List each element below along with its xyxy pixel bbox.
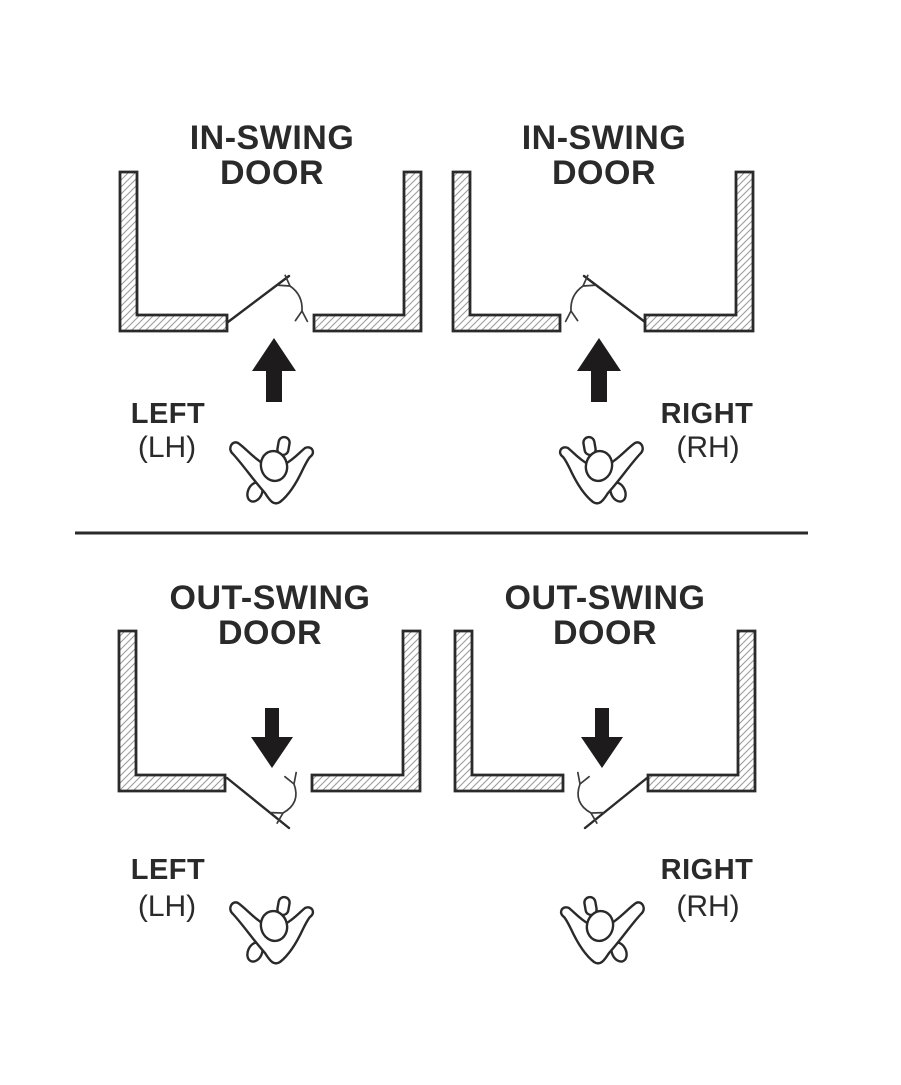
panel-title: IN-SWING DOOR — [522, 121, 687, 191]
panel-title: OUT-SWING DOOR — [505, 581, 706, 651]
door-leaf-line — [582, 274, 647, 324]
door-leaf-line — [226, 274, 291, 324]
hand-abbr: (LH) — [137, 431, 197, 464]
swing-arc-double-arrow-icon — [277, 274, 309, 323]
hand-abbr: (LH) — [137, 890, 197, 923]
hatched-wall-section — [117, 629, 227, 793]
panel-title-line: DOOR — [218, 614, 322, 652]
hatched-wall-section — [310, 629, 422, 793]
direction-arrow-icon — [581, 708, 623, 768]
panel-title-line: DOOR — [553, 614, 657, 652]
panel-out-swing-left — [117, 629, 422, 966]
person-top-view-icon — [558, 434, 644, 506]
panel-title: OUT-SWING DOOR — [170, 581, 371, 651]
panel-out-swing-right — [453, 629, 757, 966]
door-leaf-line — [583, 776, 649, 830]
hand-label: RIGHT — [660, 854, 754, 886]
person-top-view-icon — [229, 434, 315, 506]
hatched-wall-section — [118, 170, 229, 333]
person-top-view-icon — [559, 894, 645, 966]
direction-arrow-icon — [577, 338, 621, 402]
hand-label: LEFT — [130, 854, 206, 886]
door-leaf-line — [225, 776, 291, 830]
swing-arc-double-arrow-icon — [270, 771, 298, 824]
swing-arc-double-arrow-icon — [564, 274, 596, 323]
panel-in-swing-right — [451, 170, 755, 506]
hatched-wall-section — [643, 170, 755, 333]
hand-abbr: (RH) — [676, 890, 740, 923]
swing-arc-double-arrow-icon — [576, 771, 604, 824]
hand-label: LEFT — [130, 398, 206, 430]
panel-title-line: OUT-SWING — [504, 579, 706, 617]
panel-title-line: IN-SWING — [521, 119, 687, 157]
hatched-wall-section — [451, 170, 562, 333]
direction-arrow-icon — [251, 708, 293, 768]
hatched-wall-section — [453, 629, 565, 793]
hand-label: RIGHT — [660, 398, 754, 430]
panel-title-line: IN-SWING — [189, 119, 355, 157]
panel-title-line: OUT-SWING — [169, 579, 371, 617]
panel-title: IN-SWING DOOR — [190, 121, 355, 191]
panel-title-line: DOOR — [219, 154, 324, 192]
direction-arrow-icon — [252, 338, 296, 402]
panel-title-line: DOOR — [551, 154, 656, 192]
hatched-wall-section — [312, 170, 423, 333]
panel-in-swing-left — [118, 170, 423, 506]
person-top-view-icon — [229, 894, 315, 966]
hatched-wall-section — [646, 629, 757, 793]
hand-abbr: (RH) — [676, 431, 740, 464]
